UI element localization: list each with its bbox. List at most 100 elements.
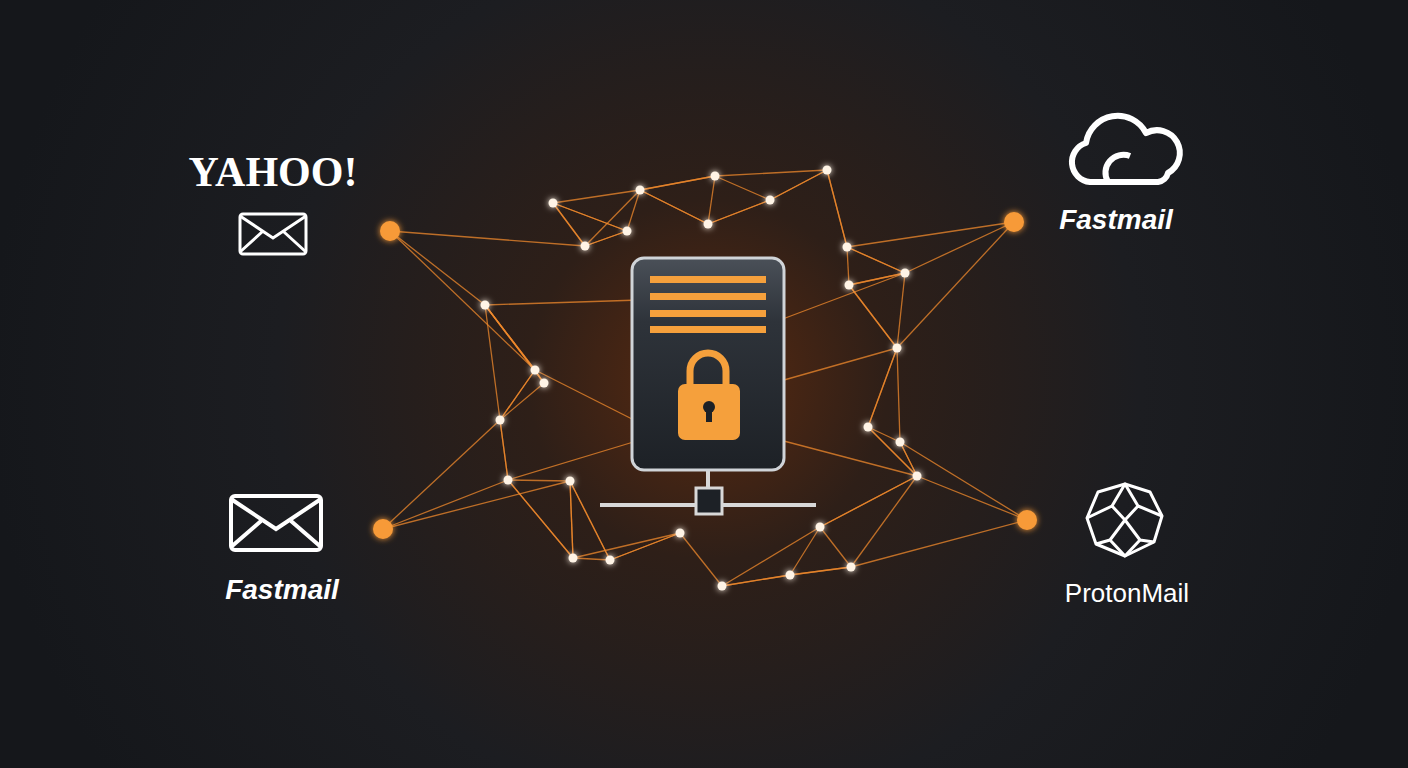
mesh-dot bbox=[847, 563, 856, 572]
mesh-line bbox=[784, 348, 897, 380]
mesh-line bbox=[722, 527, 820, 586]
mesh-line bbox=[508, 440, 640, 480]
mesh-line bbox=[827, 170, 847, 247]
mesh-line bbox=[770, 170, 827, 200]
mesh-line bbox=[570, 481, 573, 558]
mesh-dot bbox=[718, 582, 727, 591]
mesh-line bbox=[500, 370, 535, 420]
mesh-line bbox=[585, 231, 627, 246]
mesh-line bbox=[851, 476, 917, 567]
mesh-dot bbox=[531, 366, 540, 375]
mesh-line bbox=[535, 370, 634, 420]
mesh-dot bbox=[786, 571, 795, 580]
mesh-line bbox=[917, 476, 1027, 520]
mesh-dot bbox=[540, 379, 549, 388]
endpoint-dot bbox=[1017, 510, 1037, 530]
mesh-line bbox=[820, 476, 917, 527]
mesh-line bbox=[485, 305, 544, 383]
mesh-line bbox=[849, 285, 897, 348]
mesh-line bbox=[570, 481, 610, 560]
mesh-line bbox=[383, 420, 500, 529]
mesh-dot bbox=[481, 301, 490, 310]
mesh-line bbox=[508, 480, 570, 481]
mesh-line bbox=[849, 285, 897, 348]
mesh-line bbox=[868, 427, 900, 442]
mesh-line bbox=[390, 231, 535, 370]
mesh-line bbox=[500, 420, 508, 480]
network-mesh bbox=[373, 166, 1037, 591]
mesh-line bbox=[708, 176, 715, 224]
mesh-dot bbox=[896, 438, 905, 447]
mesh-line bbox=[640, 176, 715, 190]
mesh-line bbox=[790, 567, 851, 575]
mesh-line bbox=[383, 480, 508, 529]
mesh-dot bbox=[676, 529, 685, 538]
cloud-icon bbox=[1072, 116, 1180, 182]
mesh-line bbox=[627, 190, 640, 231]
mesh-line bbox=[847, 247, 905, 273]
mesh-line bbox=[610, 533, 680, 560]
mesh-dot bbox=[766, 196, 775, 205]
mesh-line bbox=[708, 200, 770, 224]
mesh-line bbox=[722, 575, 790, 586]
mesh-line bbox=[680, 533, 722, 586]
mesh-line bbox=[715, 170, 827, 176]
endpoint-dot bbox=[373, 519, 393, 539]
mesh-line bbox=[790, 567, 851, 575]
mesh-line bbox=[868, 348, 897, 427]
mesh-line bbox=[897, 222, 1014, 348]
mesh-line bbox=[868, 427, 917, 476]
mesh-dot bbox=[496, 416, 505, 425]
mesh-dot bbox=[606, 556, 615, 565]
mesh-line bbox=[640, 190, 708, 224]
mesh-line bbox=[868, 427, 917, 476]
mesh-dot bbox=[704, 220, 713, 229]
mesh-line bbox=[500, 420, 508, 480]
mesh-line bbox=[847, 247, 905, 273]
mesh-dot bbox=[569, 554, 578, 563]
endpoint-dot bbox=[380, 221, 400, 241]
mesh-line bbox=[570, 481, 573, 558]
mesh-line bbox=[585, 231, 627, 246]
mesh-dot bbox=[901, 269, 910, 278]
mesh-line bbox=[900, 442, 1027, 520]
brand-name: YAHOO! bbox=[189, 149, 358, 195]
mesh-dot bbox=[504, 476, 513, 485]
envelope-icon bbox=[240, 214, 306, 254]
mesh-line bbox=[847, 247, 849, 285]
mesh-line bbox=[553, 190, 640, 203]
envelope-icon bbox=[231, 496, 321, 550]
mesh-line bbox=[715, 176, 770, 200]
mesh-dot bbox=[636, 186, 645, 195]
protonmail-icon bbox=[1087, 484, 1162, 556]
mesh-line bbox=[868, 348, 897, 427]
mesh-line bbox=[383, 481, 570, 529]
endpoint-dot bbox=[1004, 212, 1024, 232]
mesh-line bbox=[708, 200, 770, 224]
mesh-dot bbox=[843, 243, 852, 252]
mesh-line bbox=[847, 222, 1014, 247]
mesh-line bbox=[570, 481, 610, 560]
mesh-line bbox=[897, 273, 905, 348]
mesh-line bbox=[390, 231, 485, 305]
mesh-line bbox=[897, 348, 900, 442]
mesh-line bbox=[485, 300, 640, 305]
mesh-line bbox=[553, 203, 627, 231]
mesh-dot bbox=[864, 423, 873, 432]
mesh-line bbox=[820, 476, 917, 527]
mesh-dot bbox=[549, 199, 558, 208]
mesh-dot bbox=[893, 344, 902, 353]
mesh-dot bbox=[845, 281, 854, 290]
mesh-line bbox=[827, 170, 847, 247]
mesh-dot bbox=[711, 172, 720, 181]
mesh-line bbox=[780, 440, 917, 476]
mesh-line bbox=[508, 480, 573, 558]
mesh-line bbox=[820, 527, 851, 567]
mesh-dot bbox=[823, 166, 832, 175]
mesh-line bbox=[851, 520, 1027, 567]
mesh-dot bbox=[913, 472, 922, 481]
brand-name: ProtonMail bbox=[1065, 579, 1189, 608]
mesh-line bbox=[640, 190, 708, 224]
